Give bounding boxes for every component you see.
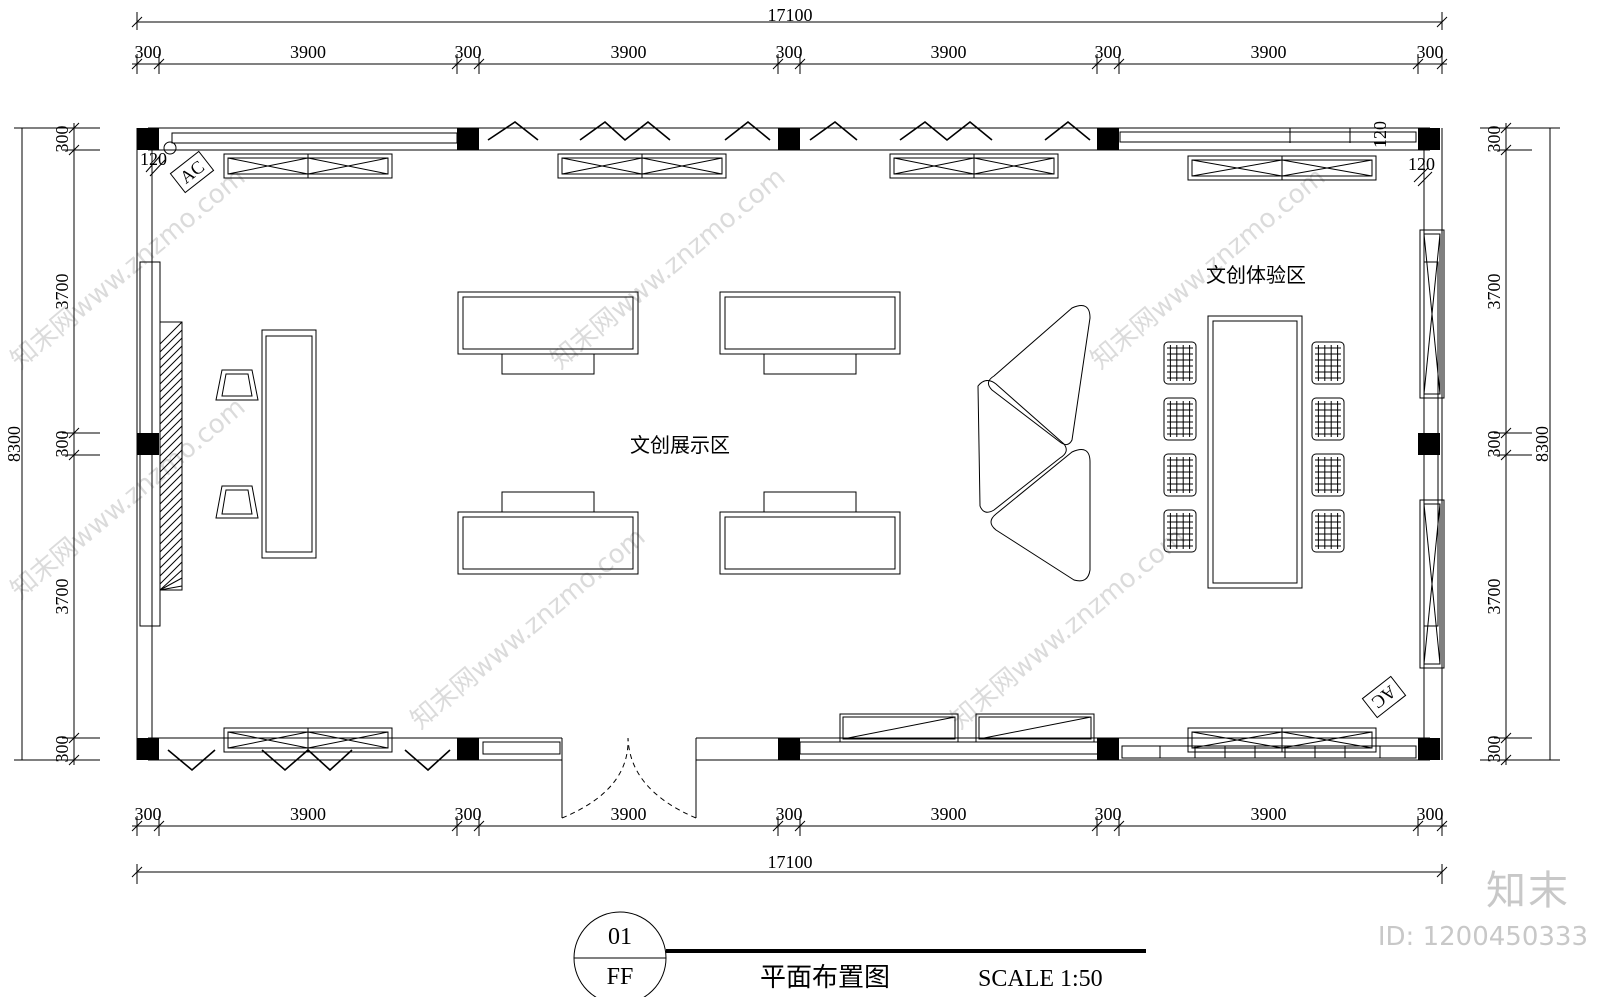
dimension-segment-label: 300 — [1095, 42, 1122, 62]
dimension-segment-label: 3700 — [52, 274, 72, 310]
stool — [1311, 397, 1345, 441]
ac-label: AC — [1368, 681, 1400, 712]
bottom-dimension-chain: 300 3900 300 3900 300 3900 300 3900 300 17100 — [131, 804, 1448, 884]
dimension-segment-label: 300 — [135, 804, 162, 824]
dimension-segment-label: 300 — [1484, 126, 1504, 153]
dimension-segment-label: 300 — [52, 126, 72, 153]
cabinet — [889, 153, 1059, 179]
cabinet — [1187, 727, 1377, 753]
dimension-segment-label: 300 — [1484, 431, 1504, 458]
dimension-segment-label: 3900 — [290, 804, 326, 824]
title-block: 01 FF 平面布置图 SCALE 1:50 — [573, 911, 1146, 997]
dimension-segment-label: 3900 — [931, 804, 967, 824]
watermark-text: 知末网www.znzmo.com — [5, 392, 251, 605]
watermark-text: 知末网www.znzmo.com — [545, 162, 791, 375]
drawing-title: 平面布置图 — [760, 963, 890, 993]
cabinet — [1419, 229, 1445, 399]
dimension-segment-label: 300 — [52, 736, 72, 763]
dimension-segment-label: 300 — [52, 431, 72, 458]
watermark-text: 知末网www.znzmo.com — [5, 162, 251, 375]
stool — [1163, 453, 1197, 497]
overall-height-right: 8300 — [1532, 426, 1552, 462]
cabinet — [839, 713, 959, 743]
dimension-segment-label: 3900 — [1251, 804, 1287, 824]
dimension-segment-label: 3700 — [1484, 274, 1504, 310]
dimension-segment-label: 300 — [1417, 42, 1444, 62]
wall-thickness-label: 120 — [1408, 154, 1435, 174]
dimension-segment-label: 3900 — [1251, 42, 1287, 62]
dimension-segment-label: 300 — [455, 42, 482, 62]
entrance-door — [561, 737, 697, 819]
triangle-tables — [977, 305, 1091, 582]
cabinet — [557, 153, 727, 179]
dimension-segment-label: 3900 — [931, 42, 967, 62]
overall-height-left: 8300 — [4, 426, 24, 462]
right-dimension-chain: 8300 300 3700 300 3700 300 — [1480, 122, 1560, 766]
watermark-text: 知末网www.znzmo.com — [405, 522, 651, 735]
dimension-segment-label: 300 — [1417, 804, 1444, 824]
stool — [1311, 453, 1345, 497]
dimension-segment-label: 3900 — [611, 42, 647, 62]
sheet-code: FF — [607, 964, 634, 990]
wall-thickness-notes: 120 120 120 — [140, 121, 1435, 187]
stool — [1163, 397, 1197, 441]
cabinet — [223, 727, 393, 753]
stool — [1163, 509, 1197, 553]
cabinet — [975, 713, 1095, 743]
watermark-text: 知末网www.znzmo.com — [945, 522, 1191, 735]
stool — [1311, 509, 1345, 553]
left-dimension-chain: 8300 300 3700 300 3700 300 — [4, 122, 100, 766]
display-tables — [457, 291, 901, 575]
overall-length-top: 17100 — [768, 5, 813, 25]
wall-cabinets — [223, 153, 1445, 753]
reception-desk-area — [159, 321, 317, 591]
stool — [1311, 341, 1345, 385]
structural-columns — [137, 128, 1440, 760]
dimension-segment-label: 300 — [135, 42, 162, 62]
zone-label-display: 文创展示区 — [630, 433, 730, 457]
cabinet — [1187, 155, 1377, 181]
brand-watermark: 知末 — [1486, 868, 1570, 914]
cabinet — [223, 153, 393, 179]
overall-length-bottom: 17100 — [768, 852, 813, 872]
wall-thickness-label: 120 — [1370, 121, 1390, 148]
stool — [1163, 341, 1197, 385]
dimension-segment-label: 300 — [1095, 804, 1122, 824]
image-id-watermark: ID: 1200450333 — [1377, 922, 1588, 952]
wall-thickness-label: 120 — [140, 149, 167, 169]
experience-table — [1163, 315, 1345, 589]
drawing-number: 01 — [608, 924, 632, 950]
dimension-segment-label: 300 — [1484, 736, 1504, 763]
dimension-segment-label: 300 — [455, 804, 482, 824]
dimension-segment-label: 3700 — [52, 579, 72, 615]
cabinet — [1419, 499, 1445, 669]
dimension-segment-label: 3900 — [611, 804, 647, 824]
zone-label-experience: 文创体验区 — [1206, 263, 1306, 287]
drawing-scale: SCALE 1:50 — [978, 966, 1103, 992]
dimension-segment-label: 300 — [776, 804, 803, 824]
ac-unit-bottom-right: AC — [1361, 675, 1407, 719]
dimension-segment-label: 3700 — [1484, 579, 1504, 615]
dimension-segment-label: 3900 — [290, 42, 326, 62]
folding-windows — [167, 120, 1091, 772]
dimension-segment-label: 300 — [776, 42, 803, 62]
ac-label: AC — [176, 156, 208, 187]
top-dimension-chain: 17100 300 3900 300 3900 300 3900 300 3900 300 — [131, 5, 1448, 74]
